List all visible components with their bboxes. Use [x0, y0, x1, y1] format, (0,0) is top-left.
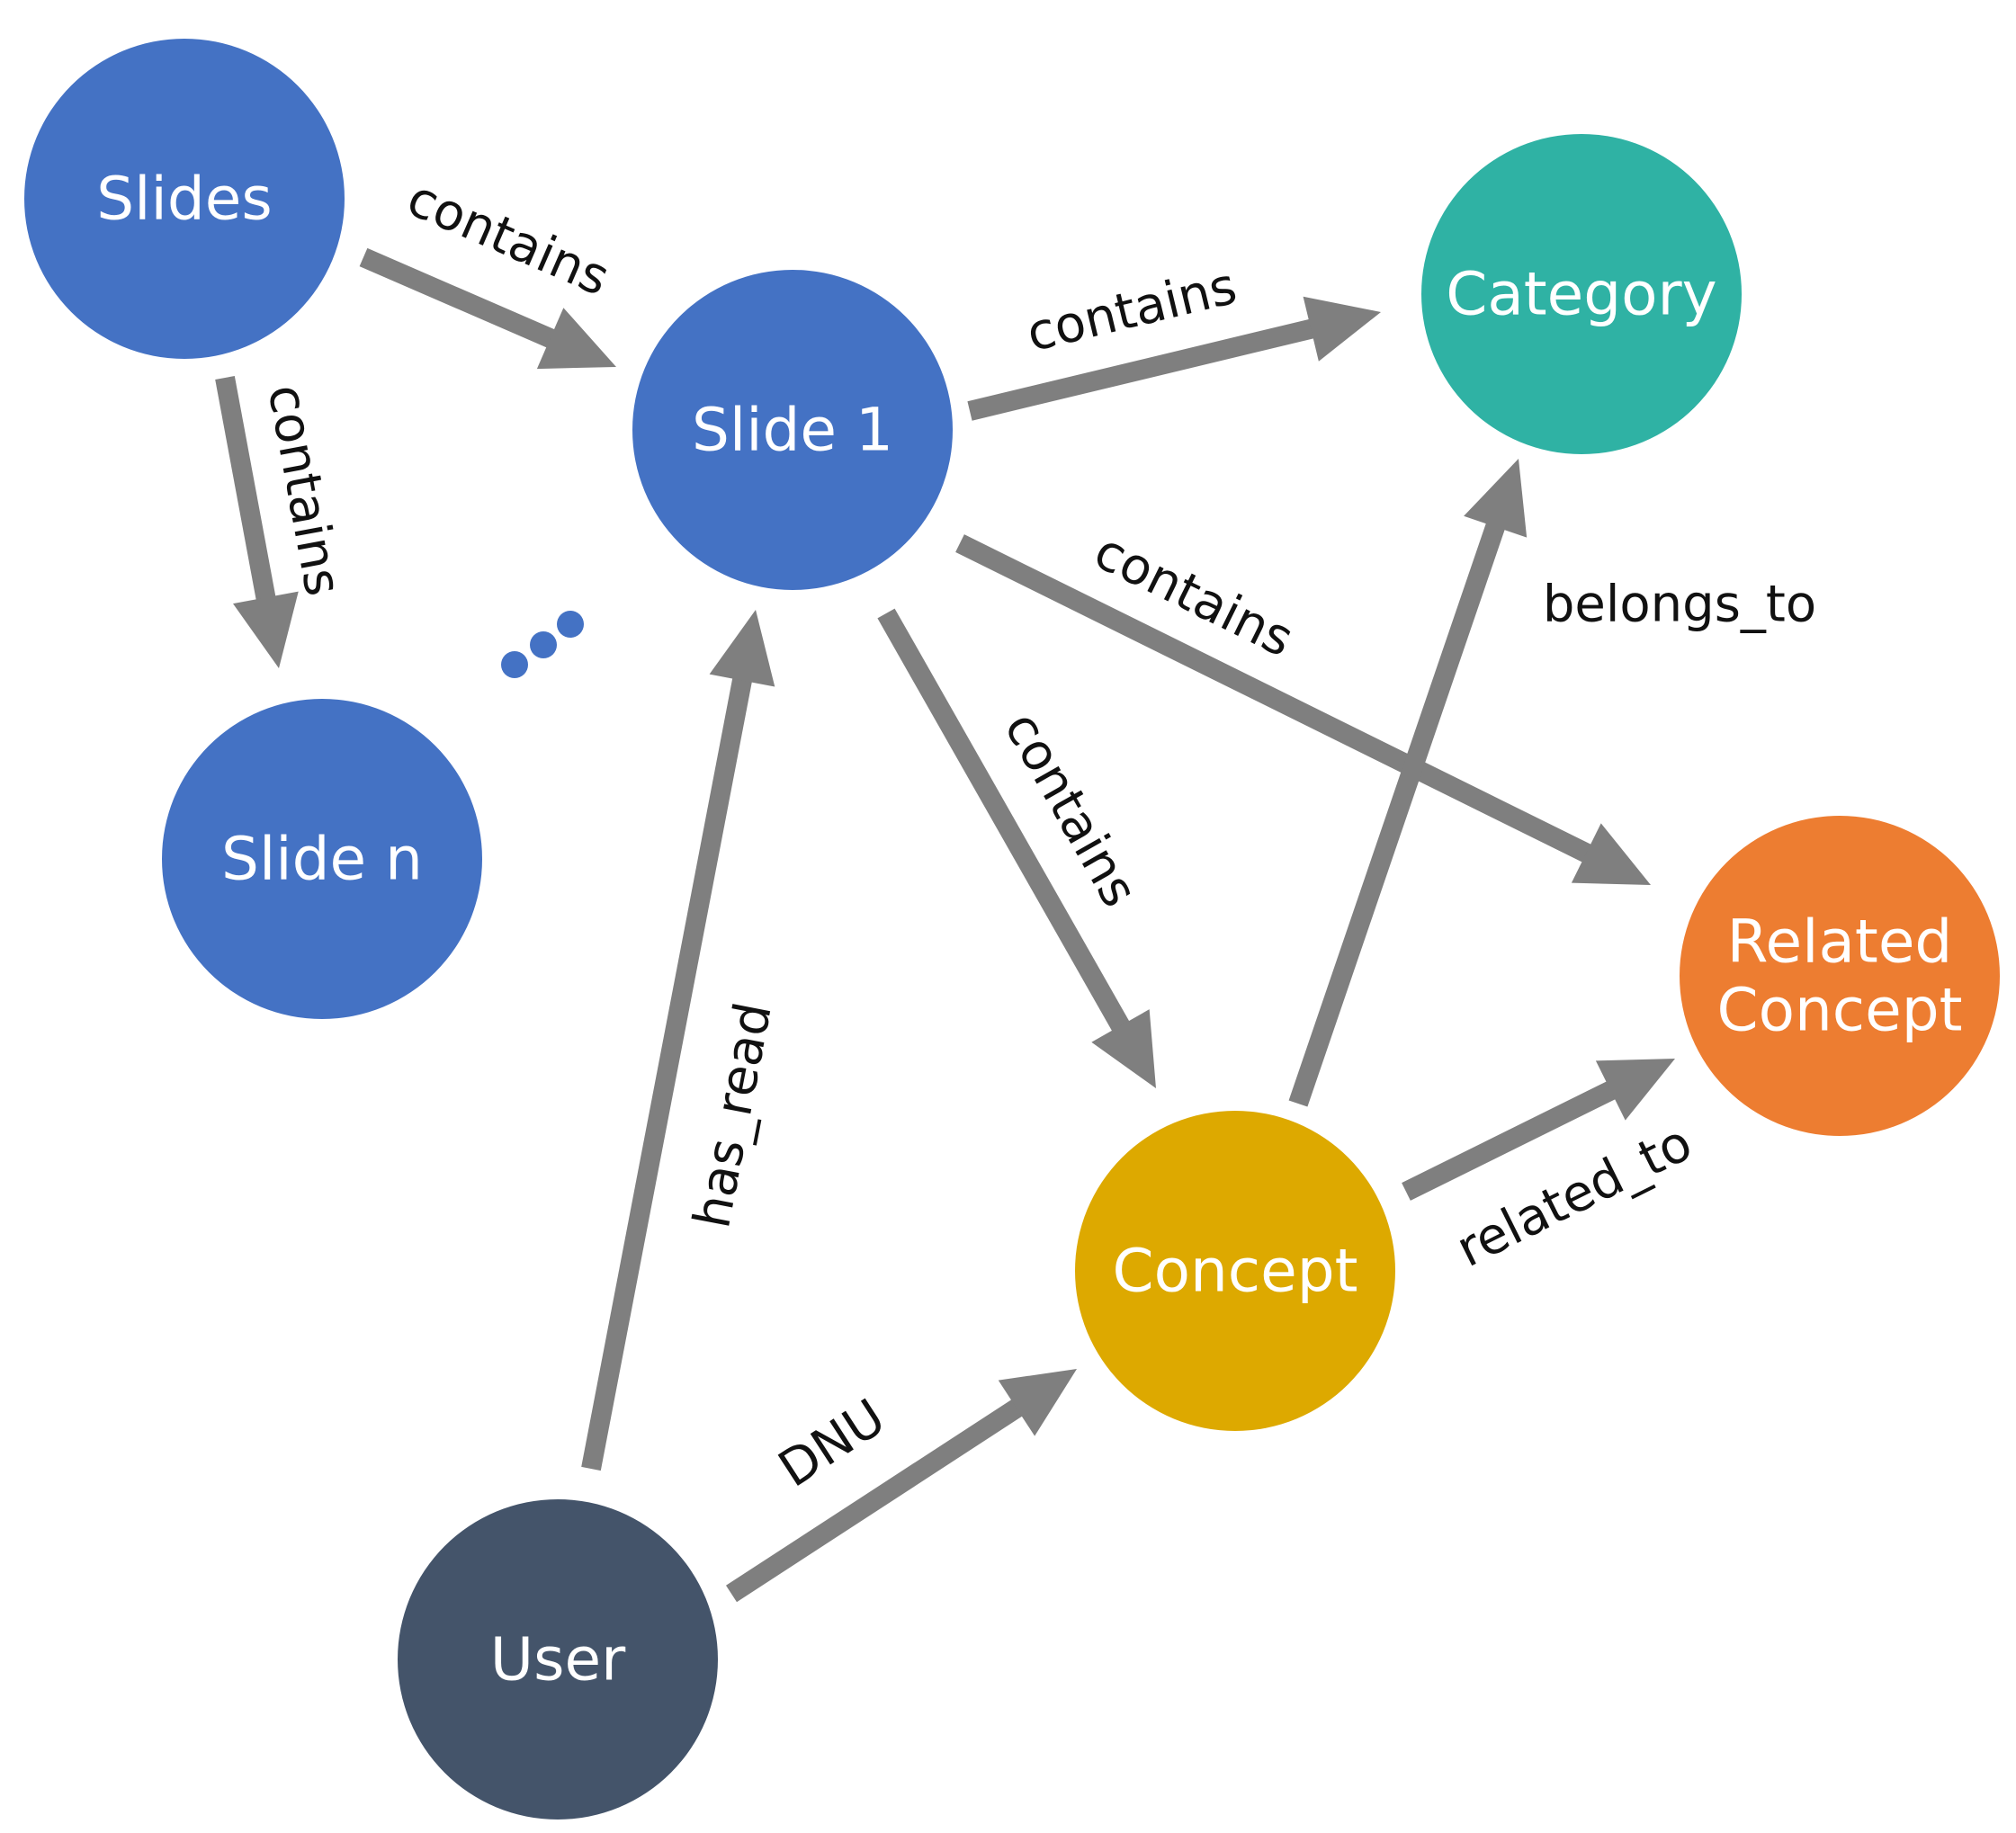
edge-slide1-category [967, 296, 1381, 421]
arrowhead-icon [998, 1369, 1077, 1436]
node-circle [1421, 134, 1742, 454]
arrowhead-icon [1303, 296, 1381, 362]
node-label: Related [1727, 908, 1953, 977]
edge-slides-sliden [215, 375, 299, 668]
node-slides: Slides [24, 39, 345, 359]
node-circle [24, 39, 345, 359]
node-label: User [490, 1625, 626, 1694]
edge-slide1-related [955, 534, 1651, 885]
edge-slide1-concept [877, 608, 1156, 1088]
edge-concept-related [1402, 1059, 1675, 1201]
edge-label: contains [255, 380, 352, 601]
ellipsis-dots [501, 611, 584, 678]
edge-user-slide1 [581, 610, 775, 1471]
edge-line [955, 534, 1594, 864]
node-circle [1075, 1111, 1395, 1431]
node-user: User [398, 1499, 718, 1820]
arrowhead-icon [536, 308, 616, 370]
edge-concept-category [1288, 459, 1528, 1107]
node-label: Slide n [221, 825, 423, 894]
edge-user-concept [725, 1369, 1077, 1603]
edge-label: belongs_to [1543, 576, 1816, 634]
node-circle [632, 270, 953, 590]
edge-label: has_read [683, 998, 784, 1233]
node-label: Slide 1 [692, 396, 893, 465]
node-circle [398, 1499, 718, 1820]
ellipsis-dot [557, 611, 584, 638]
arrowhead-icon [709, 610, 775, 687]
ellipsis-dot [501, 651, 528, 678]
node-label: Concept [1717, 976, 1963, 1045]
edge-label: contains [1085, 522, 1302, 668]
node-sliden: Slide n [162, 699, 482, 1019]
arrowhead-icon [1571, 823, 1651, 885]
edge-label: contains [992, 702, 1149, 916]
node-label: Category [1446, 260, 1716, 329]
node-circle [1680, 816, 2000, 1136]
edge-line [581, 675, 753, 1471]
arrowhead-icon [1464, 459, 1528, 538]
edge-line [877, 608, 1132, 1034]
edge-label: related_to [1447, 1113, 1701, 1279]
edge-slides-slide1 [359, 247, 616, 370]
node-slide1: Slide 1 [632, 270, 953, 590]
edges-layer [215, 247, 1675, 1603]
edge-line [725, 1398, 1026, 1603]
node-label: Concept [1113, 1237, 1358, 1306]
edge-line [359, 247, 558, 349]
arrowhead-icon [1595, 1059, 1675, 1121]
edge-line [967, 318, 1317, 421]
node-category: Category [1421, 134, 1742, 454]
arrowhead-icon [233, 591, 299, 668]
edge-line [215, 375, 276, 604]
node-circle [162, 699, 482, 1019]
ellipsis-dot [530, 631, 557, 658]
edge-line [1402, 1079, 1618, 1201]
node-label: Slides [96, 165, 272, 234]
edge-line [1288, 520, 1506, 1107]
node-concept: Concept [1075, 1111, 1395, 1431]
edge-label: DNU [768, 1388, 895, 1498]
arrowhead-icon [1091, 1009, 1156, 1088]
